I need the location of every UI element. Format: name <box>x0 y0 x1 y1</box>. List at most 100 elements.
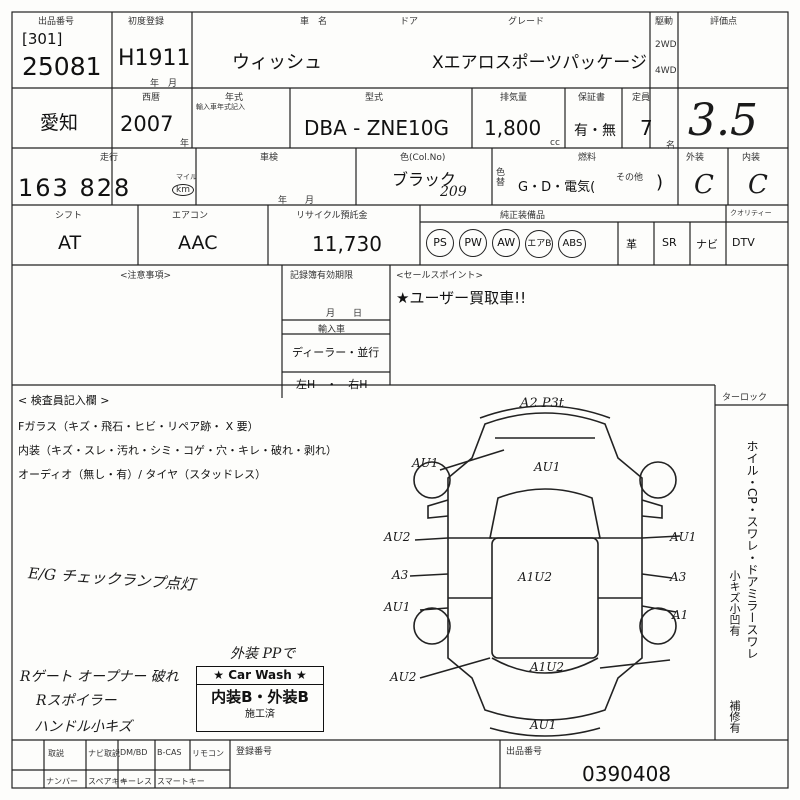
lot-bracket: [301] <box>22 30 63 48</box>
footer-plate: ナンバー <box>46 777 78 786</box>
steering-value: 左H ・ 右H <box>296 378 368 391</box>
mileage-value: 163 828 <box>18 174 132 202</box>
exterior-grade: C <box>694 170 714 200</box>
exhibit-number: 0390408 <box>582 762 672 786</box>
color-value: ブラック <box>392 170 457 189</box>
label-score: 評価点 <box>710 17 738 27</box>
mileage-unit-km: km <box>172 184 194 196</box>
diagram-label-7: A1U2 <box>518 570 553 584</box>
label-exhibit: 出品番号 <box>506 747 543 757</box>
equipment-aw: AW <box>492 229 521 257</box>
diagram-label-10: A3 <box>670 570 687 584</box>
seats-unit: 名 <box>666 141 676 151</box>
equipment-dtv: DTV <box>732 236 755 249</box>
color-code: 209 <box>440 184 467 200</box>
diagram-label-8: AU1 <box>670 530 697 544</box>
carwash-title: ★ Car Wash ★ <box>197 667 323 685</box>
handwritten-note-spoiler: Rスポイラー <box>36 693 117 709</box>
equipment-pw: PW <box>459 229 488 257</box>
drive-2wd: 2WD <box>655 40 677 50</box>
label-cc: 排気量 <box>500 93 528 103</box>
cc-value: 1,800 <box>484 116 542 140</box>
equipment-ps: PS <box>426 229 454 257</box>
fuel-paren-close: ) <box>656 172 664 193</box>
label-interior: 内装 <box>742 153 761 163</box>
right-strip-repair: 補修有 <box>728 700 741 733</box>
footer-remote: リモコン <box>192 749 224 758</box>
fuel-value: G・D・電気( <box>518 180 596 195</box>
year-unit: 年 <box>180 139 190 149</box>
recall-unit: 月 日 <box>326 309 363 319</box>
label-exterior: 外装 <box>686 153 705 163</box>
equipment-abs: ABS <box>558 230 587 258</box>
label-registration: 登録番号 <box>236 747 273 757</box>
interior-grade: C <box>748 170 768 200</box>
diagram-label-2: AU1 <box>534 460 561 474</box>
footer-dm-bd: DM/BD <box>120 748 148 757</box>
handwritten-note-handle: ハンドル小キズ <box>34 719 132 735</box>
right-strip-note-2: 小キズ小凹有 <box>728 570 741 636</box>
inspection-line-audio: オーディオ（無し・有）/ タイヤ（スタッドレス） <box>18 468 267 481</box>
car-body-diagram <box>409 405 681 737</box>
handwritten-note-gate: Rゲート オープナー 破れ <box>20 669 179 685</box>
footer-navi-manual: ナビ取説 <box>88 749 120 758</box>
footer-bcas: B-CAS <box>157 748 182 757</box>
label-seats: 定員 <box>632 93 651 103</box>
equipment-leather: 革 <box>626 238 637 251</box>
warranty-value: 有・無 <box>574 123 616 139</box>
inspection-title: < 検査員記入欄 > <box>18 394 110 407</box>
equipment-navi: ナビ <box>696 238 718 251</box>
label-shift: シフト <box>55 211 83 221</box>
grade-value: Xエアロスポーツパッケージ <box>432 53 647 73</box>
recycle-value: 11,730 <box>312 232 382 256</box>
label-ac: エアコン <box>172 211 209 221</box>
equipment-sunroof: SR <box>662 236 677 249</box>
label-notes: <注意事項> <box>120 271 172 281</box>
label-year: 西暦 <box>142 93 161 103</box>
diagram-label-1: A2 P3t <box>520 396 565 411</box>
diagram-label-12: AU2 <box>390 670 417 684</box>
label-shaken: 車検 <box>260 153 279 163</box>
label-quality: クオリティー <box>730 209 772 217</box>
fuel-other: その他 <box>616 173 644 183</box>
score-handwritten: 3.5 <box>688 95 758 146</box>
diagram-label-14: AU1 <box>530 718 557 732</box>
label-first-reg: 初度登録 <box>128 17 165 27</box>
shift-value: AT <box>58 232 82 254</box>
footer-smart-key: スマートキー <box>157 777 205 786</box>
type-value: DBA - ZNE10G <box>304 116 449 140</box>
label-selling-point: <セールスポイント> <box>396 271 484 281</box>
carwash-grade: 内装B・外装B <box>211 688 309 706</box>
label-car-name: 車 名 <box>300 17 328 27</box>
footer-manual: 取説 <box>48 749 64 758</box>
footer-keyless: キーレス <box>120 777 152 786</box>
equipment-airbag: エアB <box>525 230 554 258</box>
label-import: 輸入車 <box>318 325 346 335</box>
mileage-unit-mile: マイル <box>176 173 197 181</box>
diagram-label-4: AU2 <box>384 530 411 544</box>
label-warranty: 保証書 <box>578 93 606 103</box>
shaken-unit: 年 月 <box>278 196 315 206</box>
carwash-done: 施工済 <box>245 709 275 720</box>
year-value: 2007 <box>120 112 174 136</box>
drive-4wd: 4WD <box>655 66 677 76</box>
inspection-line-interior: 内装（キズ・スレ・汚れ・シミ・コゲ・穴・キレ・破れ・剥れ） <box>18 444 337 457</box>
footer-spare-key: スペアキー <box>88 777 128 786</box>
label-mileage: 走行 <box>100 153 119 163</box>
diagram-label-13: A1U2 <box>530 660 565 674</box>
label-model-year: 年式 <box>225 93 244 103</box>
lot-number: 25081 <box>22 52 102 81</box>
first-reg-unit: 年 月 <box>150 79 178 89</box>
label-tire-lock: ターロック <box>722 393 768 403</box>
label-grade: グレード <box>508 17 545 27</box>
region: 愛知 <box>40 112 79 134</box>
label-recall: 記録簿有効期限 <box>290 271 354 281</box>
label-lot: 出品番号 <box>38 17 75 27</box>
label-equipment: 純正装備品 <box>500 211 546 221</box>
label-drive: 駆動 <box>655 17 674 27</box>
label-color: 色(Col.No) <box>400 153 446 163</box>
diagram-label-9: A1 <box>672 608 689 622</box>
label-fuel: 燃料 <box>578 153 597 163</box>
handwritten-exterior-note: 外装 PPで <box>230 646 296 662</box>
